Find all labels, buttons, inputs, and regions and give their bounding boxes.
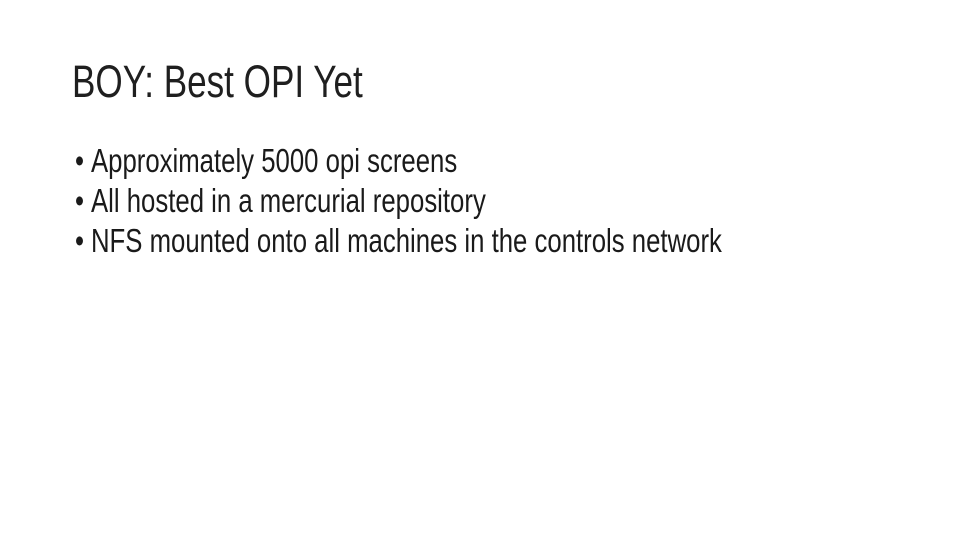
slide-title: BOY: Best OPI Yet: [72, 59, 445, 104]
list-item: Approximately 5000 opi screens: [75, 141, 904, 181]
bullet-list: Approximately 5000 opi screens All hoste…: [75, 141, 904, 261]
list-item: NFS mounted onto all machines in the con…: [75, 221, 904, 261]
bullet-text: Approximately 5000 opi screens: [75, 141, 457, 181]
bullet-text: NFS mounted onto all machines in the con…: [75, 221, 722, 261]
list-item: All hosted in a mercurial repository: [75, 181, 904, 221]
slide-title-text: BOY: Best OPI Yet: [72, 56, 363, 107]
bullet-text: All hosted in a mercurial repository: [75, 181, 486, 221]
